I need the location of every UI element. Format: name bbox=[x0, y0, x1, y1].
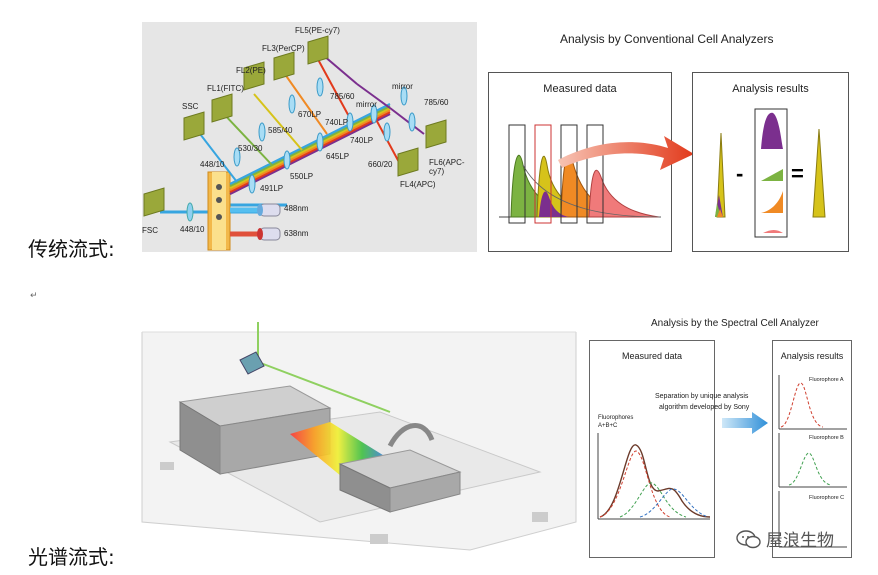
fsc-lens bbox=[186, 202, 194, 222]
fsc-detector bbox=[143, 187, 165, 217]
spectral-measured-box: Measured data Fluorophores A+B+C bbox=[589, 340, 715, 558]
filter-785-60-b: 785/60 bbox=[424, 98, 449, 107]
label-fsc: FSC bbox=[142, 226, 158, 235]
filter-585-40: 585/40 bbox=[268, 126, 293, 135]
filter-491lp: 491LP bbox=[260, 184, 284, 193]
spectral-measured-title: Measured data bbox=[621, 351, 683, 361]
conventional-label: 传统流式: bbox=[28, 237, 115, 261]
separation-text-2: algorithm developed by Sony bbox=[659, 404, 750, 411]
laser-638: 638nm bbox=[284, 229, 309, 238]
spectral-instrument-svg bbox=[141, 322, 577, 551]
filters bbox=[233, 77, 416, 194]
label-fl2: FL2(PE) bbox=[236, 66, 266, 75]
label-fl3: FL3(PerCP) bbox=[262, 44, 305, 53]
optical-bench-diagram: FL5(PE-cy7) FL3(PerCP) FL2(PE) FL1(FITC)… bbox=[142, 22, 477, 252]
detectors bbox=[183, 35, 447, 177]
watermark: 屋浪生物 bbox=[736, 526, 834, 551]
conventional-measured-title: Measured data bbox=[543, 83, 617, 95]
fluorophore-a-label: Fluorophore A bbox=[809, 377, 844, 383]
fluorophore-b-label: Fluorophore B bbox=[809, 435, 844, 441]
conventional-results-plot bbox=[715, 108, 826, 238]
spectral-results-title: Analysis results bbox=[780, 351, 844, 361]
paragraph-mark: ↵ bbox=[30, 291, 38, 301]
wechat-icon bbox=[736, 529, 761, 548]
conventional-results-title: Analysis results bbox=[732, 83, 809, 95]
filter-448-10-ssc: 448/10 bbox=[200, 160, 225, 169]
blue-arrow-icon bbox=[722, 412, 768, 434]
spectral-measured-plot bbox=[597, 433, 711, 520]
spectral-analysis-title: Analysis by the Spectral Cell Analyzer bbox=[651, 318, 819, 329]
spectral-label: 光谱流式: bbox=[28, 545, 115, 569]
label-fl5: FL5(PE-cy7) bbox=[295, 26, 340, 35]
filter-mirror-a: mirror bbox=[356, 100, 377, 109]
minus-sign: - bbox=[736, 161, 744, 186]
filter-740lp-a: 740LP bbox=[325, 118, 349, 127]
watermark-text: 屋浪生物 bbox=[766, 531, 834, 551]
spectral-results-box: Analysis results Fluorophore A Fluoropho… bbox=[772, 340, 852, 558]
emission-bundle bbox=[229, 103, 391, 195]
filter-660-20: 660/20 bbox=[368, 160, 393, 169]
filter-550lp: 550LP bbox=[290, 172, 314, 181]
optical-bench-svg bbox=[143, 35, 447, 251]
red-arrow-icon bbox=[558, 136, 694, 170]
fluorophores-label-1: Fluorophores bbox=[598, 415, 634, 421]
spectral-results-plot bbox=[778, 375, 847, 548]
laser-488: 488nm bbox=[284, 204, 309, 213]
filter-740lp-b: 740LP bbox=[350, 136, 374, 145]
filter-670lp: 670LP bbox=[298, 110, 322, 119]
spectral-instrument-illustration bbox=[140, 322, 578, 554]
emission-branches bbox=[196, 49, 425, 183]
equals-sign: = bbox=[791, 161, 804, 186]
fluorophore-c-label: Fluorophore C bbox=[809, 495, 845, 501]
separation-text-1: Separation by unique analysis bbox=[655, 393, 749, 400]
label-fl6: FL6(APC-cy7) bbox=[429, 158, 465, 176]
label-fl4: FL4(APC) bbox=[400, 180, 436, 189]
filter-mirror-b: mirror bbox=[392, 82, 413, 91]
fluorophores-label-2: A+B+C bbox=[598, 423, 618, 429]
filter-645lp: 645LP bbox=[326, 152, 350, 161]
label-fl1: FL1(FITC) bbox=[207, 84, 244, 93]
conventional-measured-box: Measured data bbox=[488, 72, 672, 252]
filter-448-10-fsc: 448/10 bbox=[180, 225, 205, 234]
filter-785-60: 785/60 bbox=[330, 92, 355, 101]
label-ssc: SSC bbox=[182, 102, 199, 111]
conventional-results-box: Analysis results - = bbox=[692, 72, 849, 252]
conventional-analysis-title: Analysis by Conventional Cell Analyzers bbox=[560, 32, 774, 46]
conventional-measured-plot bbox=[499, 124, 662, 224]
filter-530-30: 530/30 bbox=[238, 144, 263, 153]
